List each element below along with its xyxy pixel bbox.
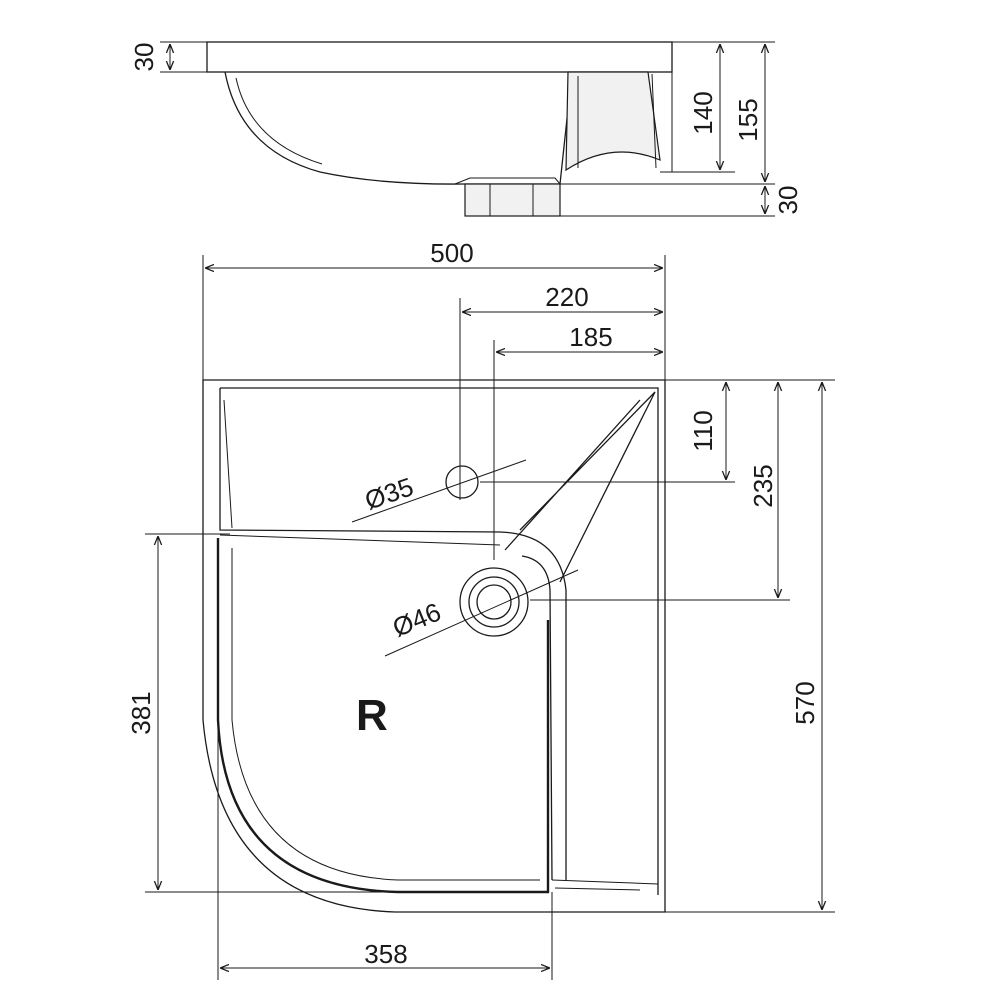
dim-label-185: 185: [569, 322, 612, 352]
plan-front-return: [551, 879, 659, 891]
dim-label-side-155: 155: [733, 98, 763, 141]
side-view-drain-detail: [454, 177, 561, 216]
drain-inner-ring: [476, 584, 512, 620]
dim-label-500: 500: [430, 238, 473, 268]
side-view-overflow-detail: [577, 71, 673, 173]
plan-drain-bowl-corner: [499, 531, 567, 881]
plan-shelf-lip: [219, 399, 501, 546]
drain-middle-ring: [468, 576, 520, 628]
dim-label-110: 110: [688, 410, 718, 451]
dim-label-side-top-thickness: 30: [129, 43, 159, 72]
plan-view: R: [202, 379, 666, 913]
dim-label-570: 570: [790, 681, 820, 724]
leader-tap-hole: [351, 459, 527, 523]
dim-label-358: 358: [364, 939, 407, 969]
plan-outer-outline: [202, 379, 666, 913]
drain-outer-ring: [459, 567, 529, 637]
leader-drain-hole: [384, 569, 579, 657]
plan-back-shelf: [219, 387, 659, 895]
side-view-dimensions: 30 140 155 30: [129, 41, 803, 217]
plan-bowl-edge: [216, 538, 550, 894]
side-view-bowl-inner: [235, 77, 323, 165]
dim-label-220: 220: [545, 282, 588, 312]
dim-label-381: 381: [126, 691, 156, 734]
tap-hole: [445, 465, 479, 499]
dim-label-side-140: 140: [688, 91, 718, 134]
plan-wet-channel: [504, 391, 656, 583]
plan-bowl-inner-edge: [231, 548, 540, 881]
dim-label-drain-hole: Ø46: [388, 597, 445, 643]
dim-label-side-drain-30: 30: [773, 186, 803, 215]
plan-view-dimensions: 500 220 185 110 235 570 381 358 Ø35: [126, 238, 835, 980]
side-mark-r: R: [356, 691, 388, 740]
side-view-top-slab: [206, 41, 673, 73]
side-view: [206, 41, 673, 217]
side-view-overflow-body: [565, 71, 661, 172]
dim-label-tap-hole: Ø35: [361, 471, 417, 515]
side-view-bowl: [224, 71, 573, 185]
side-view-drain: [464, 183, 561, 217]
dim-label-235: 235: [748, 464, 778, 507]
